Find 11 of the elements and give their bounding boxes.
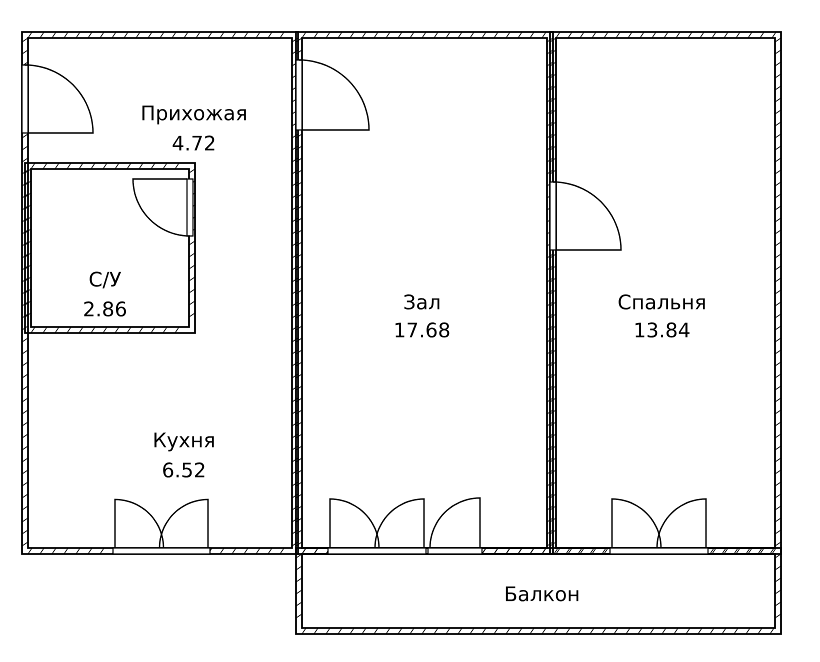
room-label: Зал [404, 294, 440, 310]
room-label: Кухня [154, 432, 214, 452]
room-label: Балкон [506, 586, 578, 602]
room-label: 2.86 [84, 301, 126, 317]
room-label: 6.52 [163, 462, 204, 478]
room-label: 13.84 [636, 322, 690, 338]
room-label: 17.68 [396, 322, 450, 338]
room-label: Спальня [618, 294, 705, 310]
room-label: 4.72 [172, 136, 214, 150]
room-label: С/У [90, 272, 122, 288]
room-label: Прихожая [142, 106, 246, 124]
